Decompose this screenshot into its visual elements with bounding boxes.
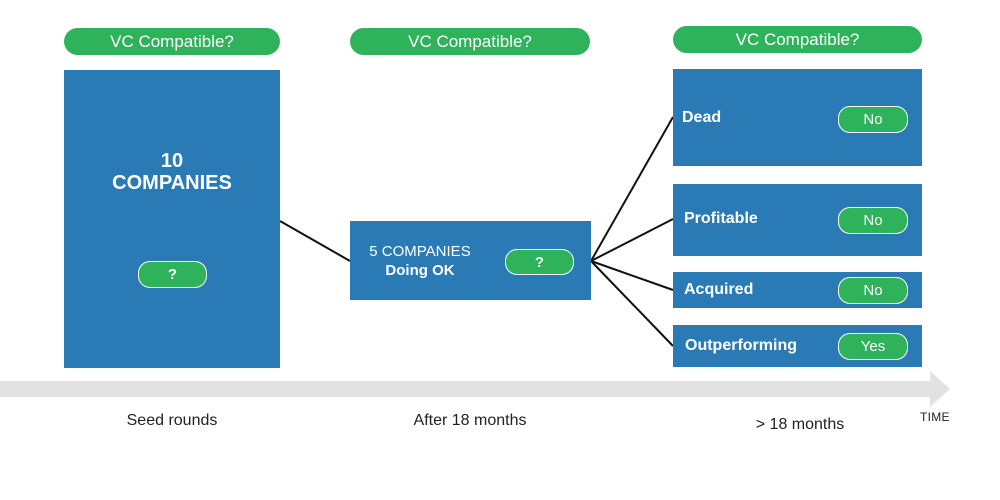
- stage-18-months-count: 5 COMPANIES: [369, 243, 471, 260]
- vc-compatible-header-after-18-months: VC Compatible?: [673, 26, 922, 53]
- outcome-dead-vc-badge: No: [838, 106, 908, 133]
- connector-stage1-to-stage2: [279, 220, 351, 262]
- timeline-label-18-months: After 18 months: [413, 412, 527, 429]
- stage-seed-box: [64, 70, 280, 368]
- time-axis-arrowhead: [930, 371, 950, 407]
- stage-seed-vc-badge: ?: [138, 261, 207, 288]
- stage-18-months-status: Doing OK: [385, 262, 455, 279]
- timeline-label-seed: Seed rounds: [126, 412, 218, 429]
- outcome-acquired-vc-badge: No: [838, 277, 908, 304]
- outcome-acquired-label: Acquired: [684, 281, 754, 298]
- stage-seed-count: 10: [160, 150, 184, 172]
- vc-compatible-header-seed: VC Compatible?: [64, 28, 280, 55]
- vc-compatible-header-18-months: VC Compatible?: [350, 28, 590, 55]
- stage-18-months-vc-badge: ?: [505, 249, 574, 275]
- connector-to-acquired: [590, 260, 674, 291]
- connector-to-dead: [590, 116, 674, 262]
- outcome-dead-label: Dead: [682, 109, 722, 126]
- connector-to-profitable: [590, 218, 674, 262]
- outcome-outperforming-vc-badge: Yes: [838, 333, 908, 360]
- outcome-outperforming-label: Outperforming: [685, 337, 797, 354]
- timeline-label-after-18-months: > 18 months: [755, 416, 845, 433]
- connector-to-outperforming: [590, 260, 674, 347]
- outcome-profitable-vc-badge: No: [838, 207, 908, 234]
- outcome-profitable-label: Profitable: [684, 210, 758, 227]
- time-axis-bar: [0, 381, 932, 397]
- stage-seed-unit: COMPANIES: [112, 172, 232, 194]
- time-axis-label: TIME: [920, 410, 950, 424]
